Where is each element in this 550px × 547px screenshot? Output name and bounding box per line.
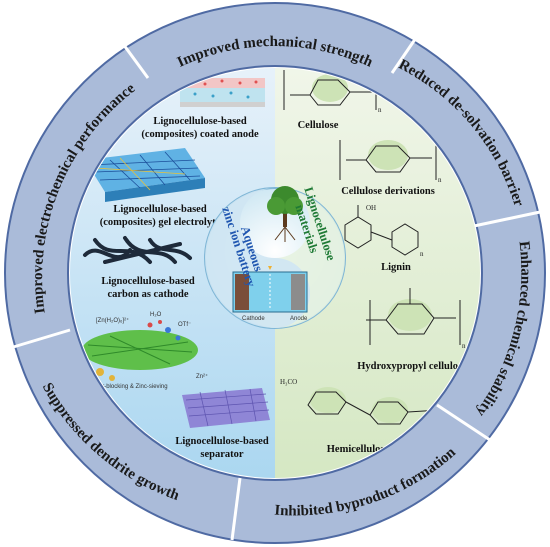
hemicellulose-structure: [307, 387, 441, 425]
separator-label-1: Lignocellulose-based: [175, 436, 269, 447]
coated-anode-label-2: (composites) coated anode: [141, 129, 259, 140]
hemicelluloses-label: Hemicelluloses: [327, 444, 394, 455]
ring-dividers: [9, 31, 541, 541]
carbon-cathode-label-1: Lignocellulose-based: [101, 276, 195, 287]
anode-label: Anode: [290, 316, 308, 322]
water-label: H₂O: [150, 312, 162, 318]
separator-caption: Water-blocking & Zinc-sieving: [88, 384, 167, 390]
battery-cell-icon: [232, 266, 308, 313]
hpc-n: n: [462, 342, 466, 350]
zinc-ion-label: Zn²⁺: [196, 373, 208, 380]
otf-label: OTf⁻: [178, 322, 191, 328]
carbon-cathode-label-2: carbon as cathode: [107, 289, 188, 300]
cellulose-label: Cellulose: [298, 120, 339, 131]
separator-label-2: separator: [200, 449, 243, 460]
gel-electrolyte-label-2: (composites) gel electrolyte: [100, 217, 221, 228]
hemi-h3co: H₃CO: [280, 378, 297, 386]
tree-icon: [267, 186, 303, 242]
gel-electrolyte-label-1: Lignocellulose-based: [113, 204, 207, 215]
lignin-oh: OH: [366, 204, 376, 212]
hpc-label: Hydroxypropyl cellulose: [357, 361, 467, 372]
center-orb: Cathode Anode: [204, 186, 346, 329]
carbon-cathode-illustration: [83, 236, 192, 264]
cellulose-n: n: [378, 106, 382, 114]
lignin-label: Lignin: [381, 262, 411, 273]
zinc-hydrate-ion-label: [Zn(H₂O)₆]²⁺: [96, 317, 129, 324]
lignin-structure: [344, 205, 419, 256]
derivation-n: n: [438, 176, 442, 184]
gel-electrolyte-illustration: [85, 148, 205, 202]
cellulose-derivations-label: Cellulose derivations: [341, 186, 435, 197]
separator-fabric-illustration: [182, 388, 270, 428]
cellulose-derivative-structure: [339, 140, 437, 180]
lignin-n: n: [420, 250, 424, 258]
coated-anode-label-1: Lignocellulose-based: [153, 116, 247, 127]
cathode-label: Cathode: [242, 316, 265, 322]
separator-ion-illustration: [82, 320, 198, 381]
hpc-structure: [366, 288, 461, 345]
